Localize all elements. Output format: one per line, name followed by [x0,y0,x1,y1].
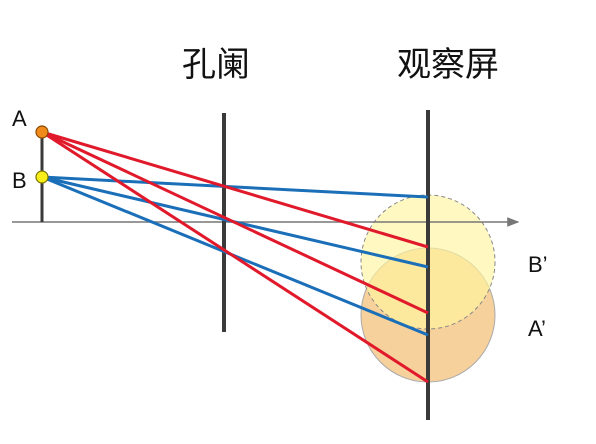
point-a-label: A [12,106,27,131]
ray-b-top [41,175,429,199]
image-b-label: B’ [528,252,548,277]
image-a-label: A’ [528,316,546,341]
ray-a-bottom [41,130,429,384]
point-b-label: B [12,168,27,193]
screen-title: 观察屏 [397,45,499,85]
ray-a-middle [41,130,429,315]
point-a [35,125,49,139]
rays-from-a [41,130,429,384]
aperture-title: 孔阑 [182,45,250,85]
ray-a-top [41,130,429,249]
point-b [35,170,49,184]
